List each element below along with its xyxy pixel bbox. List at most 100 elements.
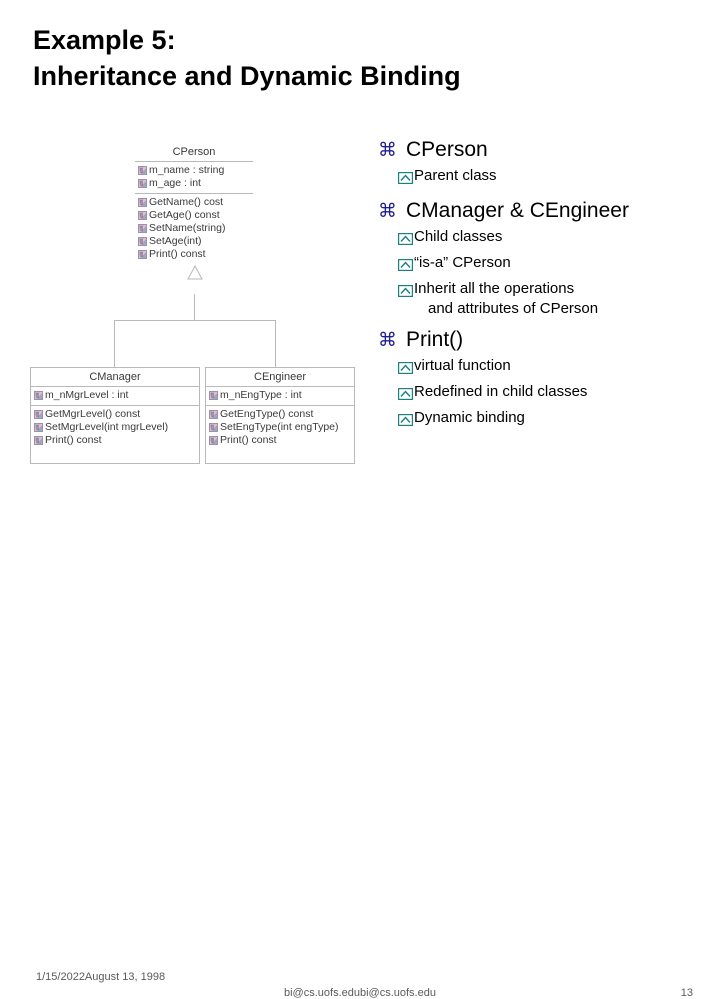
- outline-subitem-label: Inherit all the operations: [414, 280, 575, 297]
- outline-subitem-label: Dynamic binding: [414, 409, 525, 426]
- attribute-row: m_name : string: [138, 164, 253, 177]
- command-bullet-icon: ⌘: [378, 329, 397, 351]
- caret-box-icon: [397, 360, 414, 380]
- outline-subitem-label: virtual function: [414, 357, 511, 374]
- member-icon: [138, 198, 147, 207]
- class-operations: GetName() cost GetAge() const SetName(st…: [135, 194, 253, 269]
- page-title: Example 5: Inheritance and Dynamic Bindi…: [33, 22, 673, 94]
- slide-footer: 1/15/2022August 13, 1998 bi@cs.uofs.edub…: [0, 480, 720, 999]
- member-icon: [138, 237, 147, 246]
- operation-label: SetMgrLevel(int mgrLevel): [45, 421, 169, 433]
- operation-row: Print() const: [34, 434, 199, 447]
- attribute-row: m_nEngType : int: [209, 389, 354, 402]
- operation-row: Print() const: [138, 248, 253, 261]
- member-icon: [34, 410, 43, 419]
- operation-label: SetEngType(int engType): [220, 421, 339, 433]
- outline-subitem: Parent class: [397, 166, 690, 190]
- attribute-label: m_nEngType : int: [220, 389, 302, 401]
- operation-row: Print() const: [209, 434, 354, 447]
- member-icon: [138, 224, 147, 233]
- member-icon: [209, 410, 218, 419]
- outline-heading-label: Print(): [406, 328, 464, 351]
- bullet-outline: ⌘ CPerson Parent class ⌘ CManager & CEng…: [378, 136, 690, 436]
- outline-heading-label: CManager & CEngineer: [406, 199, 629, 222]
- member-icon: [138, 211, 147, 220]
- title-line-2: Inheritance and Dynamic Binding: [33, 61, 461, 91]
- outline-subitem: Child classes: [397, 227, 690, 251]
- class-operations: GetMgrLevel() const SetMgrLevel(int mgrL…: [31, 406, 199, 463]
- generalization-bar: [114, 320, 275, 321]
- outline-group: ⌘ Print() virtual function: [378, 326, 690, 432]
- uml-class-diagram: CPerson m_name : string m_age : int GetN…: [0, 0, 370, 500]
- class-name: CManager: [31, 368, 199, 387]
- footer-email: bi@cs.uofs.edubi@cs.uofs.edu: [284, 987, 436, 999]
- attribute-row: m_age : int: [138, 177, 253, 190]
- outline-subitem: Inherit all the operations and attribute…: [397, 279, 690, 319]
- operation-row: SetName(string): [138, 222, 253, 235]
- title-line-1: Example 5:: [33, 25, 176, 55]
- class-attributes: m_name : string m_age : int: [135, 162, 253, 194]
- outline-subitem: “is-a” CPerson: [397, 253, 690, 277]
- attribute-label: m_nMgrLevel : int: [45, 389, 129, 401]
- caret-box-icon: [397, 170, 414, 190]
- member-icon: [138, 166, 147, 175]
- member-icon: [34, 436, 43, 445]
- uml-class-cengineer: CEngineer m_nEngType : int GetEngType() …: [205, 367, 355, 464]
- uml-class-cmanager: CManager m_nMgrLevel : int GetMgrLevel()…: [30, 367, 200, 464]
- member-icon: [138, 179, 147, 188]
- operation-label: GetName() cost: [149, 196, 224, 208]
- operation-label: GetAge() const: [149, 209, 220, 221]
- class-attributes: m_nMgrLevel : int: [31, 387, 199, 406]
- command-bullet-icon: ⌘: [378, 139, 397, 161]
- generalization-stem: [194, 294, 195, 320]
- outline-subitem: Redefined in child classes: [397, 382, 690, 406]
- class-operations: GetEngType() const SetEngType(int engTyp…: [206, 406, 354, 463]
- member-icon: [209, 423, 218, 432]
- member-icon: [34, 391, 43, 400]
- class-name: CPerson: [135, 143, 253, 162]
- outline-heading-label: CPerson: [406, 138, 488, 161]
- generalization-arrow-icon: [187, 265, 203, 293]
- outline-subitem: virtual function: [397, 356, 690, 380]
- caret-box-icon: [397, 283, 414, 303]
- uml-class-cperson: CPerson m_name : string m_age : int GetN…: [135, 143, 253, 269]
- operation-row: GetName() cost: [138, 196, 253, 209]
- command-bullet-icon: ⌘: [378, 200, 397, 222]
- footer-date: 1/15/2022August 13, 1998: [36, 971, 166, 983]
- outline-subitem-continuation: and attributes of CPerson: [428, 300, 599, 317]
- class-attributes: m_nEngType : int: [206, 387, 354, 406]
- operation-label: Print() const: [45, 434, 102, 446]
- operation-label: GetEngType() const: [220, 408, 314, 420]
- outline-group: ⌘ CManager & CEngineer Child classes: [378, 197, 690, 319]
- outline-subitem-label: “is-a” CPerson: [414, 254, 511, 271]
- outline-heading-cperson: ⌘ CPerson: [378, 136, 690, 164]
- operation-label: Print() const: [149, 248, 206, 260]
- generalization-drop-left: [114, 320, 115, 367]
- operation-row: GetMgrLevel() const: [34, 408, 199, 421]
- outline-subitem-label: Child classes: [414, 228, 503, 245]
- outline-heading-cmanager-cengineer: ⌘ CManager & CEngineer: [378, 197, 690, 225]
- generalization-drop-right: [275, 320, 276, 367]
- class-name: CEngineer: [206, 368, 354, 387]
- outline-subitem-label: Redefined in child classes: [414, 383, 588, 400]
- footer-page-number: 13: [680, 987, 693, 999]
- caret-box-icon: [397, 257, 414, 277]
- attribute-label: m_name : string: [149, 164, 225, 176]
- member-icon: [34, 423, 43, 432]
- member-icon: [209, 391, 218, 400]
- outline-group: ⌘ CPerson Parent class: [378, 136, 690, 190]
- outline-heading-print: ⌘ Print(): [378, 326, 690, 354]
- operation-row: SetEngType(int engType): [209, 421, 354, 434]
- outline-subitem-label: Parent class: [414, 167, 497, 184]
- operation-label: Print() const: [220, 434, 277, 446]
- attribute-label: m_age : int: [149, 177, 201, 189]
- member-icon: [138, 250, 147, 259]
- operation-row: GetEngType() const: [209, 408, 354, 421]
- operation-row: SetMgrLevel(int mgrLevel): [34, 421, 199, 434]
- outline-subitem: Dynamic binding: [397, 408, 690, 432]
- operation-row: SetAge(int): [138, 235, 253, 248]
- operation-label: SetAge(int): [149, 235, 202, 247]
- caret-box-icon: [397, 386, 414, 406]
- operation-row: GetAge() const: [138, 209, 253, 222]
